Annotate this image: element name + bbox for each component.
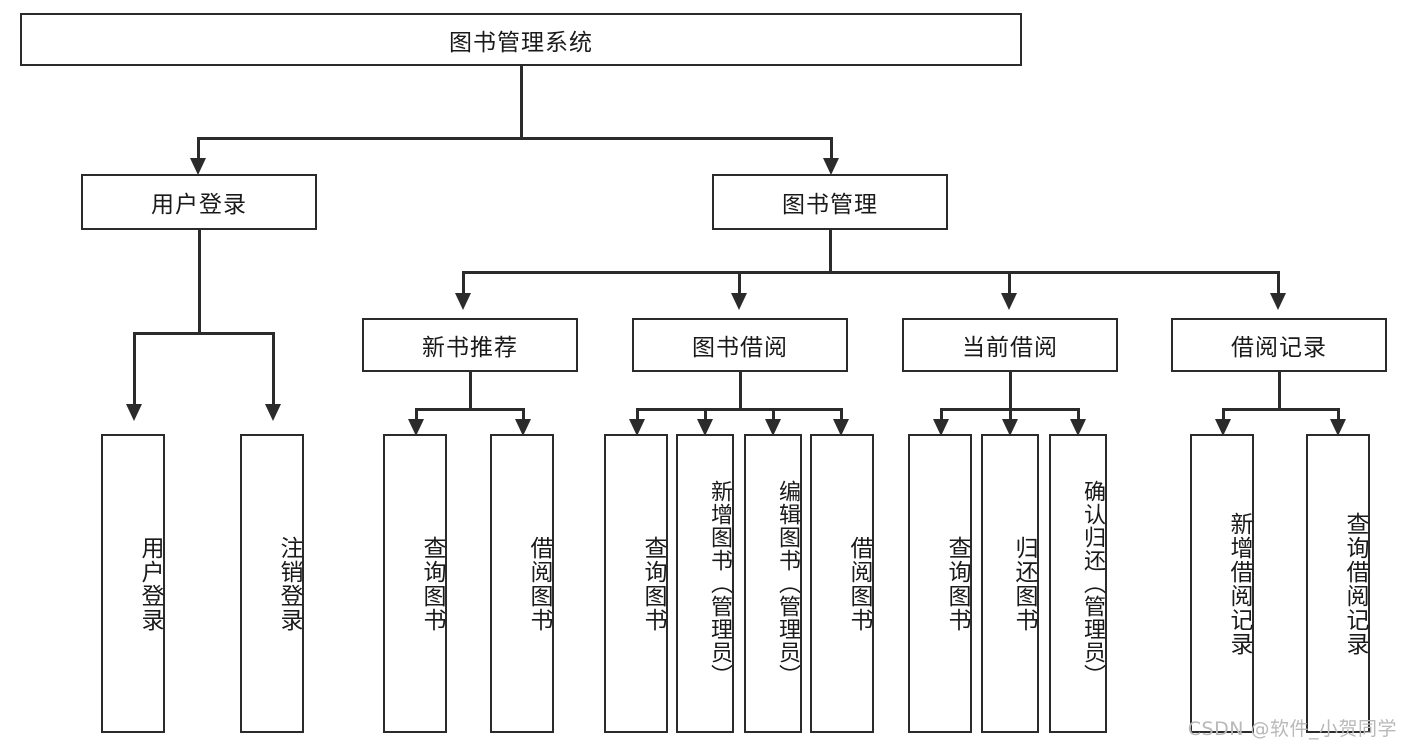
node-label: 图书管理系统: [449, 29, 593, 56]
node-leaf-return-book[interactable]: 归还图书: [981, 434, 1039, 733]
arrow-currentborrow-to-leaf1: [933, 419, 949, 436]
node-leaf-user-login[interactable]: 用户登录: [101, 434, 165, 733]
connector-userlogin-bus: [133, 332, 275, 335]
connector-currentborrow-stem: [1009, 372, 1012, 410]
csdn-watermark: CSDN @软件_小贺同学: [1187, 718, 1397, 740]
connector-currentborrow-to-leaf3: [1077, 408, 1080, 424]
connector-userlogin-stem: [198, 230, 201, 334]
node-leaf-logout[interactable]: 注销登录: [240, 434, 304, 733]
node-label: 借阅记录: [1231, 335, 1327, 361]
node-root-system[interactable]: 图书管理系统: [20, 13, 1022, 66]
arrow-root-to-bookmgmt: [823, 158, 839, 175]
arrow-borrowrecord-to-leaf2: [1330, 419, 1346, 436]
arrow-userlogin-to-leaf2: [265, 404, 281, 421]
connector-root-bus: [197, 137, 833, 140]
node-leaf-add-book-admin[interactable]: 新增图书（管理员）: [676, 434, 734, 733]
connector-bookborrow-bus: [636, 408, 842, 411]
node-borrow-record[interactable]: 借阅记录: [1171, 318, 1387, 372]
arrow-bookmgmt-to-newbook: [455, 293, 471, 310]
node-book-management[interactable]: 图书管理: [712, 174, 948, 230]
node-book-borrow[interactable]: 图书借阅: [632, 318, 848, 372]
arrow-bookmgmt-to-current: [1001, 293, 1017, 310]
connector-root-to-userlogin: [197, 137, 200, 162]
connector-bookborrow-to-leaf3: [772, 408, 775, 424]
connector-userlogin-to-leaf2: [272, 332, 275, 408]
connector-currentborrow-to-leaf2: [1009, 408, 1012, 424]
connector-bookmgmt-to-borrow: [738, 271, 741, 297]
node-new-book-recommend[interactable]: 新书推荐: [362, 318, 578, 372]
node-leaf-edit-book-admin[interactable]: 编辑图书（管理员）: [744, 434, 802, 733]
arrow-bookborrow-to-leaf4: [833, 419, 849, 436]
connector-bookborrow-to-leaf2: [704, 408, 707, 424]
arrow-currentborrow-to-leaf3: [1070, 419, 1086, 436]
connector-bookborrow-to-leaf1: [636, 408, 639, 424]
node-label: 归还图书: [1011, 535, 1037, 632]
node-label: 查询图书: [944, 535, 970, 632]
node-label: 用户登录: [137, 535, 163, 632]
connector-borrowrecord-to-leaf2: [1337, 408, 1340, 424]
node-label: 当前借阅: [962, 335, 1058, 361]
node-leaf-borrow-book[interactable]: 借阅图书: [810, 434, 874, 733]
node-leaf-borrow-book-rec[interactable]: 借阅图书: [490, 434, 554, 733]
arrow-bookmgmt-to-borrow: [731, 293, 747, 310]
connector-borrowrecord-bus: [1222, 408, 1339, 411]
arrow-newbook-to-leaf1: [408, 419, 424, 436]
arrow-borrowrecord-to-leaf1: [1215, 419, 1231, 436]
connector-bookborrow-stem: [739, 372, 742, 410]
connector-bookmgmt-bus: [462, 271, 1279, 274]
node-user-login[interactable]: 用户登录: [81, 174, 317, 230]
node-leaf-add-borrow-record[interactable]: 新增借阅记录: [1190, 434, 1254, 733]
node-label: 查询图书: [640, 535, 666, 632]
node-leaf-query-book-rec[interactable]: 查询图书: [383, 434, 447, 733]
arrow-bookborrow-to-leaf3: [765, 419, 781, 436]
connector-userlogin-to-leaf1: [133, 332, 136, 408]
connector-root-to-bookmgmt: [830, 137, 833, 162]
arrow-userlogin-to-leaf1: [126, 404, 142, 421]
node-label: 新增图书（管理员）: [707, 480, 732, 687]
node-leaf-query-book-borrow[interactable]: 查询图书: [604, 434, 668, 733]
arrow-bookmgmt-to-record: [1270, 293, 1286, 310]
node-label: 编辑图书（管理员）: [775, 480, 800, 687]
node-label: 查询图书: [419, 535, 445, 632]
node-leaf-confirm-return-admin[interactable]: 确认归还（管理员）: [1049, 434, 1107, 733]
node-label: 图书管理: [782, 192, 878, 218]
node-label: 新书推荐: [422, 335, 518, 361]
arrow-root-to-userlogin: [190, 158, 206, 175]
node-label: 确认归还（管理员）: [1080, 480, 1105, 687]
connector-newbook-to-leaf2: [522, 408, 525, 424]
node-label: 用户登录: [151, 192, 247, 218]
node-label: 借阅图书: [846, 535, 872, 632]
node-leaf-query-borrow-record[interactable]: 查询借阅记录: [1306, 434, 1370, 733]
node-label: 注销登录: [276, 535, 302, 632]
connector-borrowrecord-to-leaf1: [1222, 408, 1225, 424]
node-current-borrow[interactable]: 当前借阅: [902, 318, 1118, 372]
connector-root-stem: [520, 66, 523, 139]
node-label: 借阅图书: [526, 535, 552, 632]
connector-currentborrow-to-leaf1: [940, 408, 943, 424]
connector-bookmgmt-to-record: [1277, 271, 1280, 297]
connector-bookmgmt-to-current: [1008, 271, 1011, 297]
node-label: 查询借阅记录: [1342, 511, 1368, 656]
arrow-newbook-to-leaf2: [515, 419, 531, 436]
connector-borrowrecord-stem: [1278, 372, 1281, 410]
node-leaf-query-book-current[interactable]: 查询图书: [908, 434, 972, 733]
node-label: 图书借阅: [692, 335, 788, 361]
arrow-currentborrow-to-leaf2: [1002, 419, 1018, 436]
connector-bookmgmt-to-newbook: [462, 271, 465, 297]
arrow-bookborrow-to-leaf1: [629, 419, 645, 436]
connector-bookmgmt-stem: [829, 230, 832, 274]
connector-newbook-stem: [469, 372, 472, 410]
connector-newbook-to-leaf1: [415, 408, 418, 424]
connector-newbook-bus: [415, 408, 525, 411]
node-label: 新增借阅记录: [1226, 511, 1252, 656]
arrow-bookborrow-to-leaf2: [697, 419, 713, 436]
connector-bookborrow-to-leaf4: [840, 408, 843, 424]
